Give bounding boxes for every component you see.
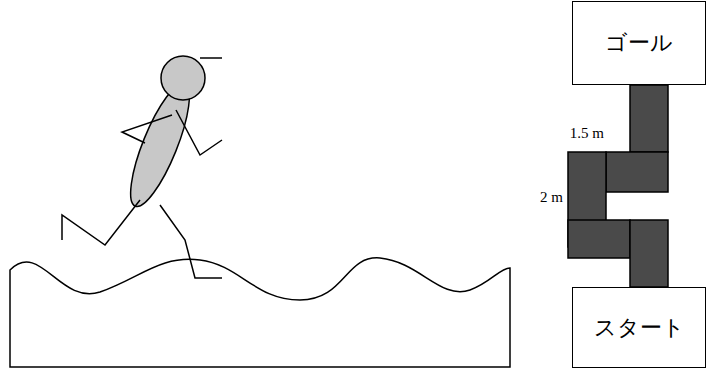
area-label: ゴール (605, 28, 673, 58)
dimension-label: 2 m (540, 189, 563, 206)
dimension-label: 1.5 m (570, 125, 604, 142)
area-box: スタート (572, 287, 706, 368)
wave-ground (10, 258, 510, 367)
area-box: ゴール (572, 1, 706, 85)
area-label: スタート (594, 313, 685, 343)
runner-figure (62, 56, 222, 278)
stepping-tiles (568, 85, 668, 287)
